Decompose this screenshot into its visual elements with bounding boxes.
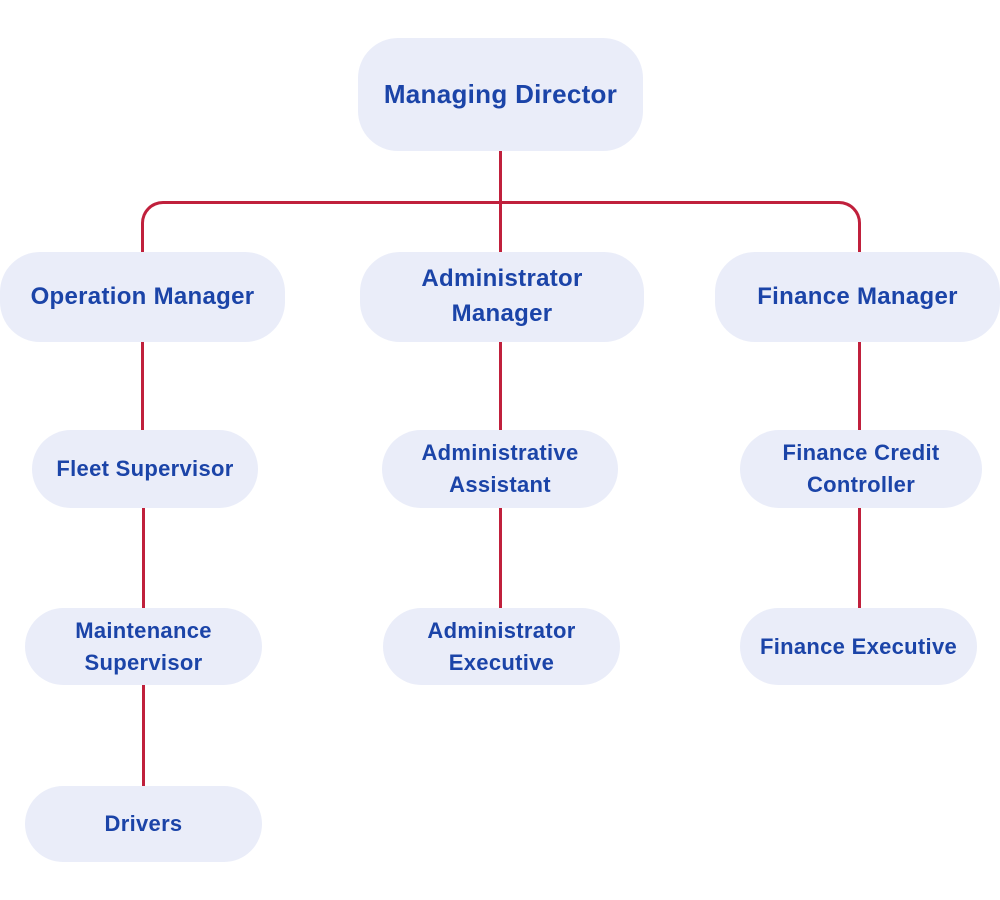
node-label: Administrator Manager bbox=[421, 265, 583, 327]
node-label: Administrator Executive bbox=[427, 617, 576, 675]
node-fleet-supervisor: Fleet Supervisor bbox=[32, 430, 258, 508]
node-finance-manager: Finance Manager bbox=[715, 252, 1000, 342]
node-drivers: Drivers bbox=[25, 786, 262, 862]
node-finance-executive: Finance Executive bbox=[740, 608, 977, 685]
node-label: Drivers bbox=[104, 811, 183, 837]
node-label: Fleet Supervisor bbox=[56, 456, 234, 482]
connector-fleet-to-maintenance bbox=[142, 508, 145, 608]
node-label: Finance Manager bbox=[757, 282, 958, 310]
connector-finance-to-controller bbox=[858, 341, 861, 430]
node-administrator-executive: Administrator Executive bbox=[383, 608, 620, 685]
node-label: Finance Executive bbox=[759, 633, 958, 659]
connector-branch-bracket bbox=[141, 201, 861, 252]
node-managing-director: Managing Director bbox=[358, 38, 643, 151]
connector-administrator-to-assistant bbox=[499, 341, 502, 430]
connector-maintenance-to-drivers bbox=[142, 685, 145, 786]
node-operation-manager: Operation Manager bbox=[0, 252, 285, 342]
node-label: Operation Manager bbox=[30, 282, 255, 310]
connector-operation-to-fleet bbox=[141, 341, 144, 430]
connector-controller-to-executive bbox=[858, 508, 861, 608]
node-label: Finance Credit Controller bbox=[782, 440, 940, 497]
node-label: Administrative Assistant bbox=[421, 440, 579, 497]
node-label: Maintenance Supervisor bbox=[75, 617, 212, 675]
connector-assistant-to-executive bbox=[499, 508, 502, 608]
node-administrative-assistant: Administrative Assistant bbox=[382, 430, 618, 508]
node-label: Managing Director bbox=[383, 78, 618, 109]
node-administrator-manager: Administrator Manager bbox=[360, 252, 644, 342]
node-finance-credit-controller: Finance Credit Controller bbox=[740, 430, 982, 508]
node-maintenance-supervisor: Maintenance Supervisor bbox=[25, 608, 262, 685]
